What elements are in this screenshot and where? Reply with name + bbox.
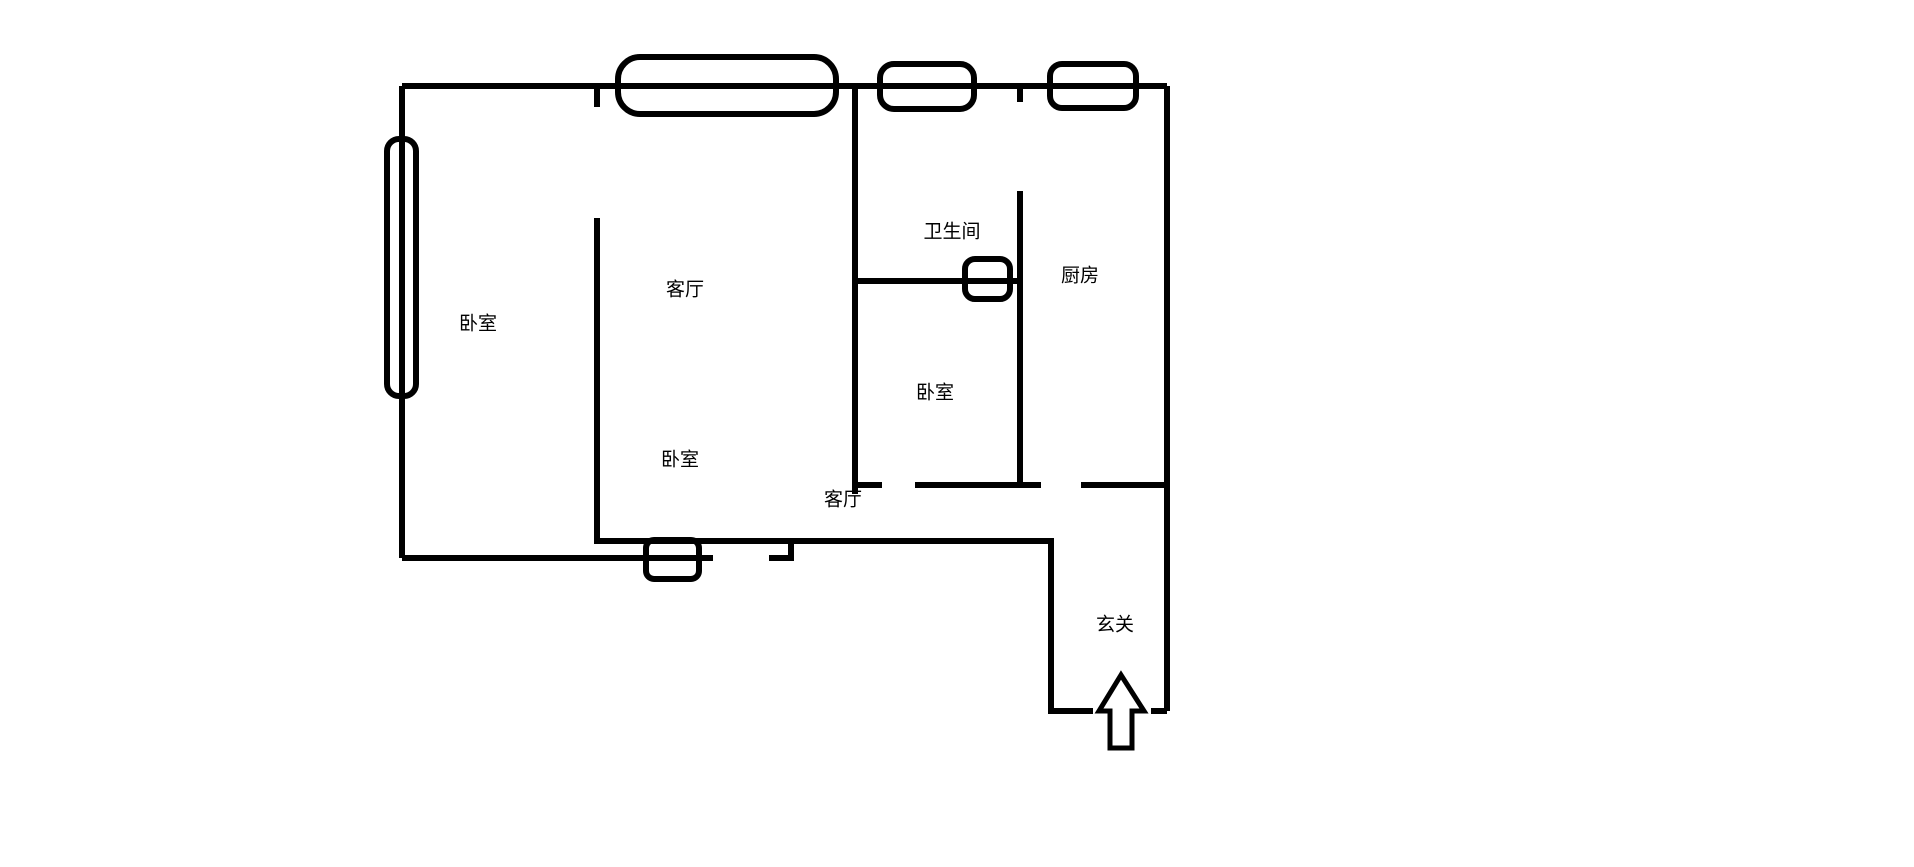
window-bathroom-door <box>962 256 1013 302</box>
walls <box>399 83 1170 714</box>
label-living-room-south: 客厅 <box>824 489 862 511</box>
south-wall <box>594 538 1093 714</box>
windows <box>384 54 1139 582</box>
label-bedroom-west: 卧室 <box>459 313 497 335</box>
label-living-room-north: 客厅 <box>666 279 704 301</box>
label-kitchen: 厨房 <box>1061 265 1099 287</box>
room-labels: 卧室 客厅 卫生间 厨房 卧室 卧室 客厅 玄关 <box>459 221 1134 636</box>
label-bathroom: 卫生间 <box>923 221 980 243</box>
label-bedroom-middle: 卧室 <box>916 382 954 404</box>
window-living-large <box>615 54 839 117</box>
label-bedroom-south: 卧室 <box>661 449 699 471</box>
window-bathroom <box>877 61 977 112</box>
bedroom-south-east-wall <box>769 541 794 561</box>
window-bedroom-west <box>384 136 419 399</box>
label-entrance: 玄关 <box>1096 614 1134 636</box>
window-bedroom-south <box>643 537 702 582</box>
entrance-arrow-icon <box>1094 670 1149 751</box>
window-kitchen <box>1047 61 1139 111</box>
